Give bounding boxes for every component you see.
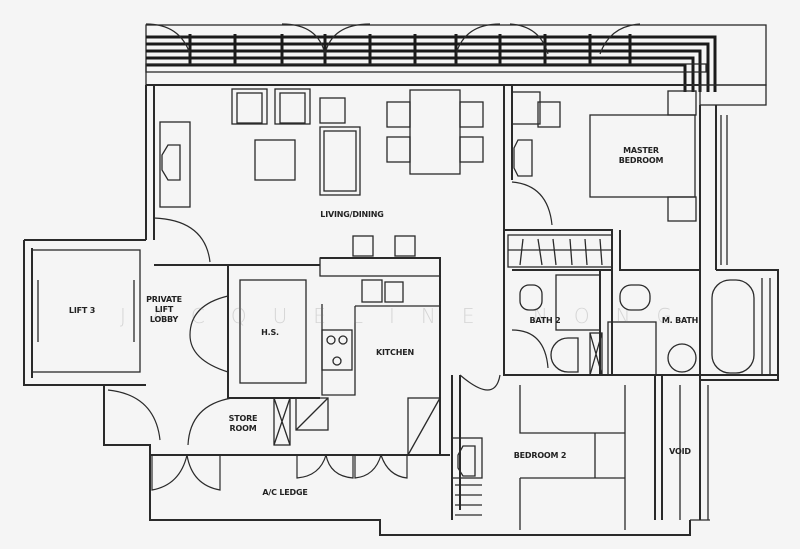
bedroom2-furniture [451,374,710,530]
balcony-doors [145,23,641,55]
room-label-bath2: BATH 2 [529,316,561,325]
entry-door-swing [107,389,161,441]
wardrobe [507,234,613,268]
room-label-living-dining: LIVING/DINING [320,210,384,219]
store-door-swing [187,397,233,446]
room-label-private-lift-lobby: PRIVATE LIFT LOBBY [146,295,182,324]
kitchen-counter [319,235,441,396]
dining-table [386,89,484,175]
room-label-ac-ledge: A/C LEDGE [262,488,308,497]
room-label-lift: LIFT 3 [68,306,96,315]
living-furniture [159,88,361,208]
ac-ledge-doors [151,454,408,491]
bath2-fixtures [511,274,603,376]
kitchen-fixtures [273,397,441,456]
room-label-master-bath: M. BATH [661,316,699,325]
room-label-master-bedroom: MASTER BEDROOM [618,146,664,165]
master-bath-fixtures [607,278,771,376]
lift-shaft [31,249,141,373]
hs-door-swing [189,295,229,373]
room-label-kitchen: KITCHEN [376,348,414,357]
master-bedroom-furniture [511,90,728,265]
hs-room-box [239,279,307,384]
room-label-void: VOID [669,447,691,456]
room-label-bedroom2: BEDROOM 2 [513,451,567,460]
watermark: JACQUELINE NONG [120,304,699,328]
room-label-store-room: STORE ROOM [228,414,258,433]
lobby-door-swing [153,217,211,263]
room-label-hs: H.S. [261,328,279,337]
